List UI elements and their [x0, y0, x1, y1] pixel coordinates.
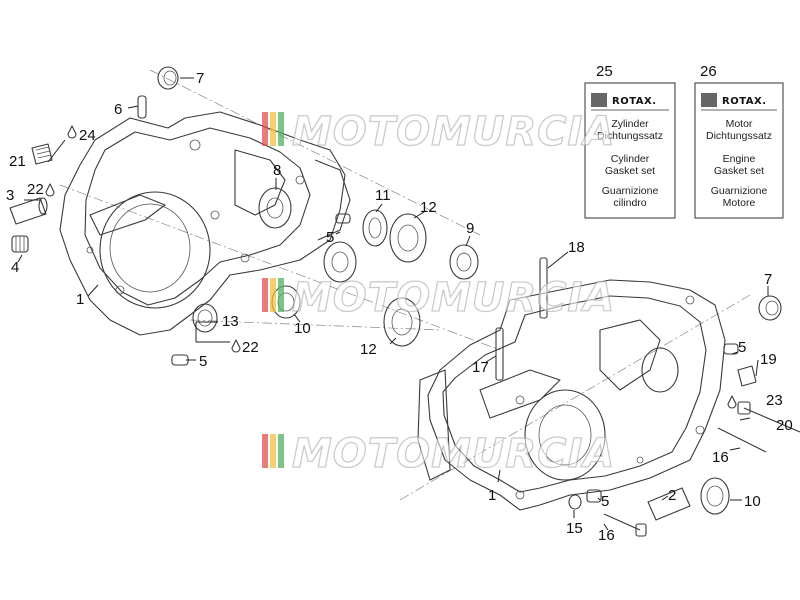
watermark: MOTOMURCIA MOTOMURCIA MOTOMURCIA	[262, 108, 615, 478]
callout-5: 5	[199, 353, 207, 370]
fitting-21	[31, 143, 53, 165]
card-line: cilindro	[613, 197, 646, 209]
dowel-5-lower	[171, 354, 189, 366]
watermark-text: MOTOMURCIA	[292, 109, 615, 155]
callout-3: 3	[6, 187, 14, 204]
bearing-4	[11, 235, 29, 253]
callout-5: 5	[601, 493, 609, 510]
pin-2	[647, 487, 691, 521]
dowel-5	[335, 213, 351, 224]
callout-16: 16	[712, 449, 729, 466]
stud-18	[539, 257, 548, 319]
bracket-19	[737, 365, 757, 387]
callout-7: 7	[764, 271, 772, 288]
callout-17: 17	[472, 359, 489, 376]
dowel-5-lower-right	[586, 489, 602, 503]
callout-12: 12	[420, 199, 437, 216]
seal-10-right	[700, 477, 730, 515]
seal-ring-7	[157, 66, 179, 90]
pin-6	[137, 95, 147, 119]
callout-labels: 7 6 24 21 3 22 4 1 8 5 11 12 9 10 13 22 …	[6, 70, 793, 544]
drop-icon-22	[45, 183, 55, 197]
bearing-8	[258, 187, 292, 229]
callout-6: 6	[114, 101, 122, 118]
gasket-card-cylinder: 25 ROTAX. Zylinder Dichtungssatz Cylinde…	[584, 63, 676, 219]
watermark-logo: MOTOMURCIA	[262, 274, 615, 322]
stud-17	[495, 327, 504, 381]
right-crankcase	[417, 279, 726, 511]
drop-icon-22-lower	[231, 339, 241, 353]
callout-18: 18	[568, 239, 585, 256]
dowel-5-right	[723, 343, 739, 355]
leader-lines	[17, 77, 769, 531]
seal-11	[362, 209, 388, 247]
card-line: Engine	[723, 153, 756, 165]
card-line: Dichtungssatz	[706, 130, 772, 142]
callout-22: 22	[27, 181, 44, 198]
card-line: Motore	[723, 197, 756, 209]
watermark-text: MOTOMURCIA	[292, 275, 615, 321]
card-number: 25	[596, 63, 613, 80]
watermark-text: MOTOMURCIA	[292, 431, 615, 477]
drop-icon-23	[727, 395, 737, 409]
brand-label: ROTAX.	[612, 96, 657, 107]
callout-11: 11	[375, 187, 391, 204]
callout-16: 16	[598, 527, 615, 544]
rotax-logo: ROTAX.	[591, 93, 669, 111]
gasket-card-engine: 26 ROTAX. Motor Dichtungssatz Engine Gas…	[694, 63, 784, 219]
callout-7: 7	[196, 70, 204, 87]
card-line: Gasket set	[605, 165, 655, 177]
drop-icon-24	[67, 125, 77, 139]
callout-23: 23	[766, 392, 783, 409]
callout-12: 12	[360, 341, 377, 358]
bearing-12-upper	[389, 213, 427, 263]
callout-5: 5	[738, 339, 746, 356]
callout-2: 2	[668, 487, 676, 504]
callout-10: 10	[744, 493, 761, 510]
bearing-9	[449, 244, 479, 280]
callout-22: 22	[242, 339, 259, 356]
assembly-axes	[59, 69, 751, 501]
callout-9: 9	[466, 220, 474, 237]
watermark-logo: MOTOMURCIA	[262, 430, 615, 478]
callout-4: 4	[11, 259, 19, 276]
card-line: Guarnizione	[602, 185, 659, 197]
card-line: Guarnizione	[711, 185, 768, 197]
card-line: Dichtungssatz	[597, 130, 663, 142]
callout-19: 19	[760, 351, 777, 368]
callout-10: 10	[294, 320, 311, 337]
rotax-logo: ROTAX.	[701, 93, 777, 111]
card-line: Cylinder	[611, 153, 650, 165]
card-line: Zylinder	[611, 118, 649, 130]
brand-label: ROTAX.	[722, 96, 767, 107]
nut-15	[568, 494, 582, 510]
card-line: Gasket set	[714, 165, 764, 177]
watermark-logo: MOTOMURCIA	[262, 108, 615, 156]
bolt-16-lower	[603, 513, 647, 537]
callout-24: 24	[79, 127, 96, 144]
callout-15: 15	[566, 520, 583, 537]
card-line: Motor	[726, 118, 753, 130]
callout-5: 5	[326, 229, 334, 246]
seal-ring-7-right	[758, 295, 782, 321]
callout-8: 8	[273, 162, 281, 179]
callout-20: 20	[776, 417, 793, 434]
bearing-12-lower	[383, 297, 421, 347]
bolt-16-upper	[717, 427, 767, 453]
bolt-20	[737, 401, 800, 433]
bushing-3	[9, 197, 48, 225]
callout-1: 1	[488, 487, 496, 504]
card-number: 26	[700, 63, 717, 80]
bearing-10-left	[323, 241, 357, 283]
left-crankcase	[59, 111, 351, 336]
callout-21: 21	[9, 153, 26, 170]
seal-13	[192, 303, 218, 333]
callout-1: 1	[76, 291, 84, 308]
callout-13: 13	[222, 313, 239, 330]
